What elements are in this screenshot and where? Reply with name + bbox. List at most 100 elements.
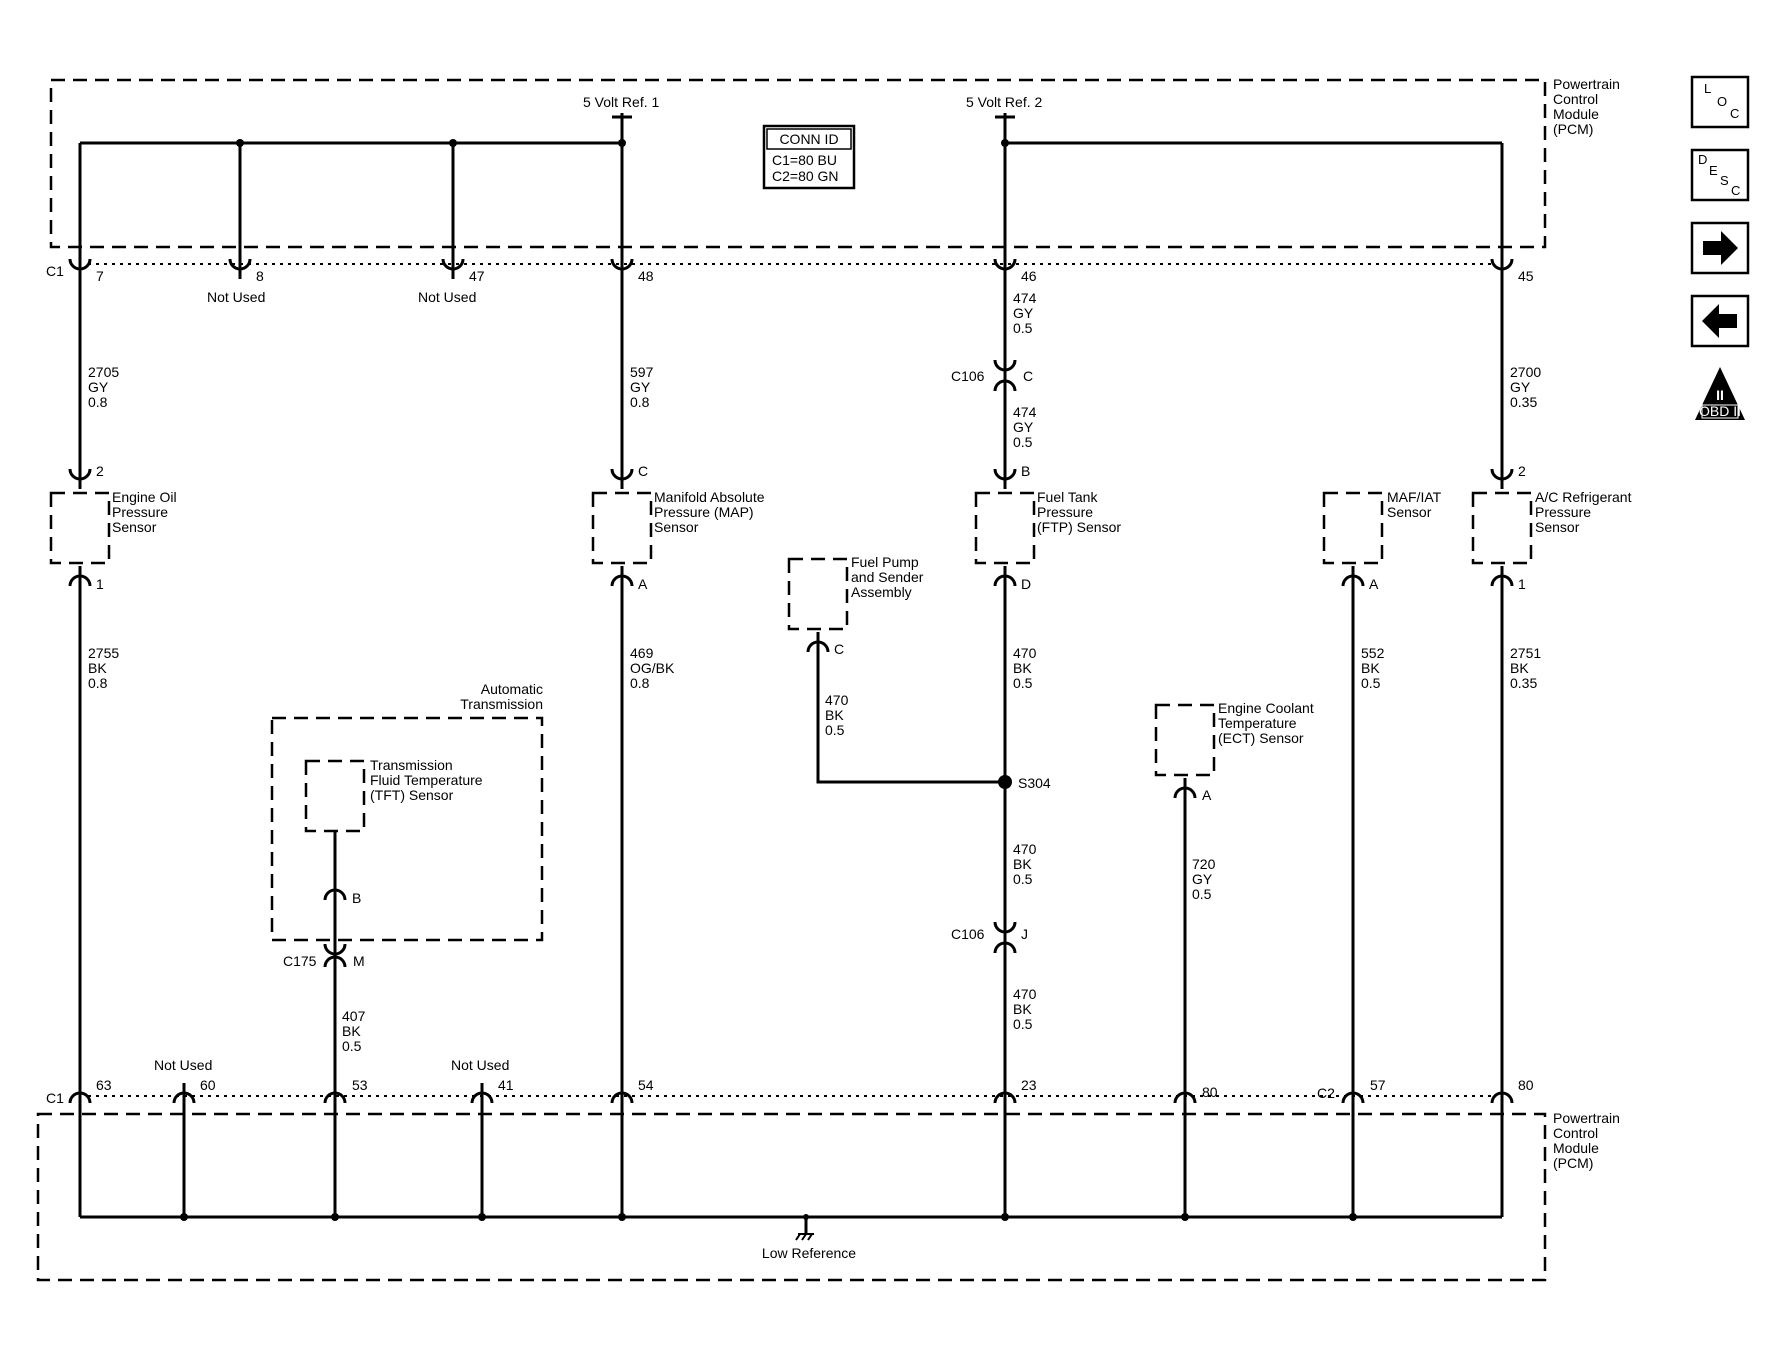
svg-text:Pressure: Pressure bbox=[1037, 504, 1093, 520]
svg-text:(ECT) Sensor: (ECT) Sensor bbox=[1218, 730, 1304, 746]
eop-label: Engine Oil Pressure Sensor bbox=[112, 489, 177, 535]
svg-text:2700: 2700 bbox=[1510, 364, 1541, 380]
svg-text:E: E bbox=[1709, 163, 1718, 178]
svg-text:23: 23 bbox=[1021, 1077, 1037, 1093]
maf-label: MAF/IAT Sensor bbox=[1387, 489, 1442, 520]
svg-text:0.8: 0.8 bbox=[630, 675, 650, 691]
wire-407: 407 BK 0.5 bbox=[342, 1008, 366, 1054]
svg-text:C: C bbox=[1023, 368, 1033, 384]
svg-text:2: 2 bbox=[1518, 463, 1526, 479]
conn-id-box: CONN ID C1=80 BU C2=80 GN bbox=[762, 124, 856, 190]
c2-bottom-label: C2 bbox=[1317, 1085, 1335, 1101]
wire-2755: 2755 BK 0.8 bbox=[88, 645, 119, 691]
svg-text:0.5: 0.5 bbox=[1013, 675, 1033, 691]
desc-button[interactable]: D E S C bbox=[1690, 148, 1750, 202]
svg-text:S: S bbox=[1720, 173, 1729, 188]
svg-text:O: O bbox=[1717, 94, 1727, 109]
svg-text:II: II bbox=[1716, 387, 1724, 403]
c106-upper: C106 bbox=[951, 368, 985, 384]
svg-text:C1=80 BU: C1=80 BU bbox=[772, 152, 837, 168]
forward-arrow-button[interactable] bbox=[1690, 221, 1750, 275]
svg-text:(PCM): (PCM) bbox=[1553, 1155, 1593, 1171]
svg-text:470: 470 bbox=[1013, 986, 1037, 1002]
svg-text:OBD II: OBD II bbox=[1699, 403, 1741, 419]
svg-text:(FTP) Sensor: (FTP) Sensor bbox=[1037, 519, 1121, 535]
svg-text:and Sender: and Sender bbox=[851, 569, 924, 585]
pin-46: 46 bbox=[1021, 268, 1037, 284]
svg-text:D: D bbox=[1021, 576, 1031, 592]
svg-text:470: 470 bbox=[825, 692, 849, 708]
svg-text:GY: GY bbox=[630, 379, 651, 395]
svg-text:A: A bbox=[638, 576, 648, 592]
svg-text:552: 552 bbox=[1361, 645, 1385, 661]
wire-470-a: 470 BK 0.5 bbox=[1013, 645, 1037, 691]
svg-text:BK: BK bbox=[342, 1023, 361, 1039]
svg-text:0.5: 0.5 bbox=[1013, 1016, 1033, 1032]
svg-text:0.5: 0.5 bbox=[1013, 320, 1033, 336]
svg-text:BK: BK bbox=[1361, 660, 1380, 676]
loc-button[interactable]: L O C bbox=[1690, 75, 1750, 129]
svg-text:1: 1 bbox=[1518, 576, 1526, 592]
wire-552: 552 BK 0.5 bbox=[1361, 645, 1385, 691]
svg-text:474: 474 bbox=[1013, 290, 1037, 306]
svg-text:0.5: 0.5 bbox=[1013, 871, 1033, 887]
map-sensor bbox=[591, 491, 653, 565]
svg-text:Sensor: Sensor bbox=[112, 519, 157, 535]
svg-text:0.35: 0.35 bbox=[1510, 394, 1537, 410]
forward-arrow-icon bbox=[1703, 231, 1738, 265]
ftp-sensor bbox=[974, 491, 1036, 565]
svg-text:407: 407 bbox=[342, 1008, 366, 1024]
svg-text:GY: GY bbox=[1192, 871, 1213, 887]
svg-text:BK: BK bbox=[1013, 660, 1032, 676]
fp-label: Fuel Pump and Sender Assembly bbox=[851, 554, 924, 600]
svg-text:Engine Oil: Engine Oil bbox=[112, 489, 177, 505]
svg-text:470: 470 bbox=[1013, 841, 1037, 857]
not-used-41: Not Used bbox=[451, 1057, 509, 1073]
svg-text:2: 2 bbox=[96, 463, 104, 479]
ac-label: A/C Refrigerant Pressure Sensor bbox=[1535, 489, 1632, 535]
tft-sensor bbox=[304, 759, 366, 833]
svg-text:2705: 2705 bbox=[88, 364, 119, 380]
fuel-pump-sender-assembly bbox=[787, 557, 849, 631]
ftp-label: Fuel Tank Pressure (FTP) Sensor bbox=[1037, 489, 1121, 535]
svg-text:(TFT) Sensor: (TFT) Sensor bbox=[370, 787, 454, 803]
svg-text:J: J bbox=[1021, 926, 1028, 942]
tft-label: Transmission Fluid Temperature (TFT) Sen… bbox=[370, 757, 483, 803]
back-arrow-icon bbox=[1702, 304, 1737, 338]
pin-45: 45 bbox=[1518, 268, 1534, 284]
pcm-bottom-label: Powertrain Control Module (PCM) bbox=[1553, 1110, 1620, 1171]
svg-text:BK: BK bbox=[88, 660, 107, 676]
svg-text:M: M bbox=[353, 953, 365, 969]
svg-text:Manifold Absolute: Manifold Absolute bbox=[654, 489, 765, 505]
svg-text:0.35: 0.35 bbox=[1510, 675, 1537, 691]
pcm-bottom-boundary bbox=[36, 1112, 1547, 1282]
wire-474-upper: 474 GY 0.5 bbox=[1013, 290, 1037, 336]
svg-text:GY: GY bbox=[1013, 419, 1034, 435]
c106-lower: C106 bbox=[951, 926, 985, 942]
svg-text:Transmission: Transmission bbox=[370, 757, 453, 773]
back-arrow-button[interactable] bbox=[1690, 294, 1750, 348]
not-used-8: Not Used bbox=[207, 289, 265, 305]
ref1-label: 5 Volt Ref. 1 bbox=[583, 94, 659, 110]
svg-text:57: 57 bbox=[1370, 1077, 1386, 1093]
svg-text:474: 474 bbox=[1013, 404, 1037, 420]
maf-iat-sensor bbox=[1322, 491, 1384, 565]
svg-text:A: A bbox=[1369, 576, 1379, 592]
pin-48: 48 bbox=[638, 268, 654, 284]
svg-text:0.8: 0.8 bbox=[88, 675, 108, 691]
svg-text:C: C bbox=[1731, 183, 1740, 198]
svg-text:Sensor: Sensor bbox=[654, 519, 699, 535]
svg-text:Sensor: Sensor bbox=[1387, 504, 1432, 520]
ac-refrigerant-pressure-sensor bbox=[1471, 491, 1533, 565]
svg-text:0.8: 0.8 bbox=[630, 394, 650, 410]
wire-474-lower: 474 GY 0.5 bbox=[1013, 404, 1037, 450]
obd-ii-button[interactable]: II OBD II bbox=[1695, 367, 1745, 420]
svg-text:BK: BK bbox=[1013, 856, 1032, 872]
automatic-transmission-boundary bbox=[270, 716, 544, 942]
svg-text:Fluid Temperature: Fluid Temperature bbox=[370, 772, 483, 788]
svg-text:BK: BK bbox=[1510, 660, 1529, 676]
svg-text:0.5: 0.5 bbox=[1361, 675, 1381, 691]
svg-text:0.5: 0.5 bbox=[825, 722, 845, 738]
svg-text:63: 63 bbox=[96, 1077, 112, 1093]
